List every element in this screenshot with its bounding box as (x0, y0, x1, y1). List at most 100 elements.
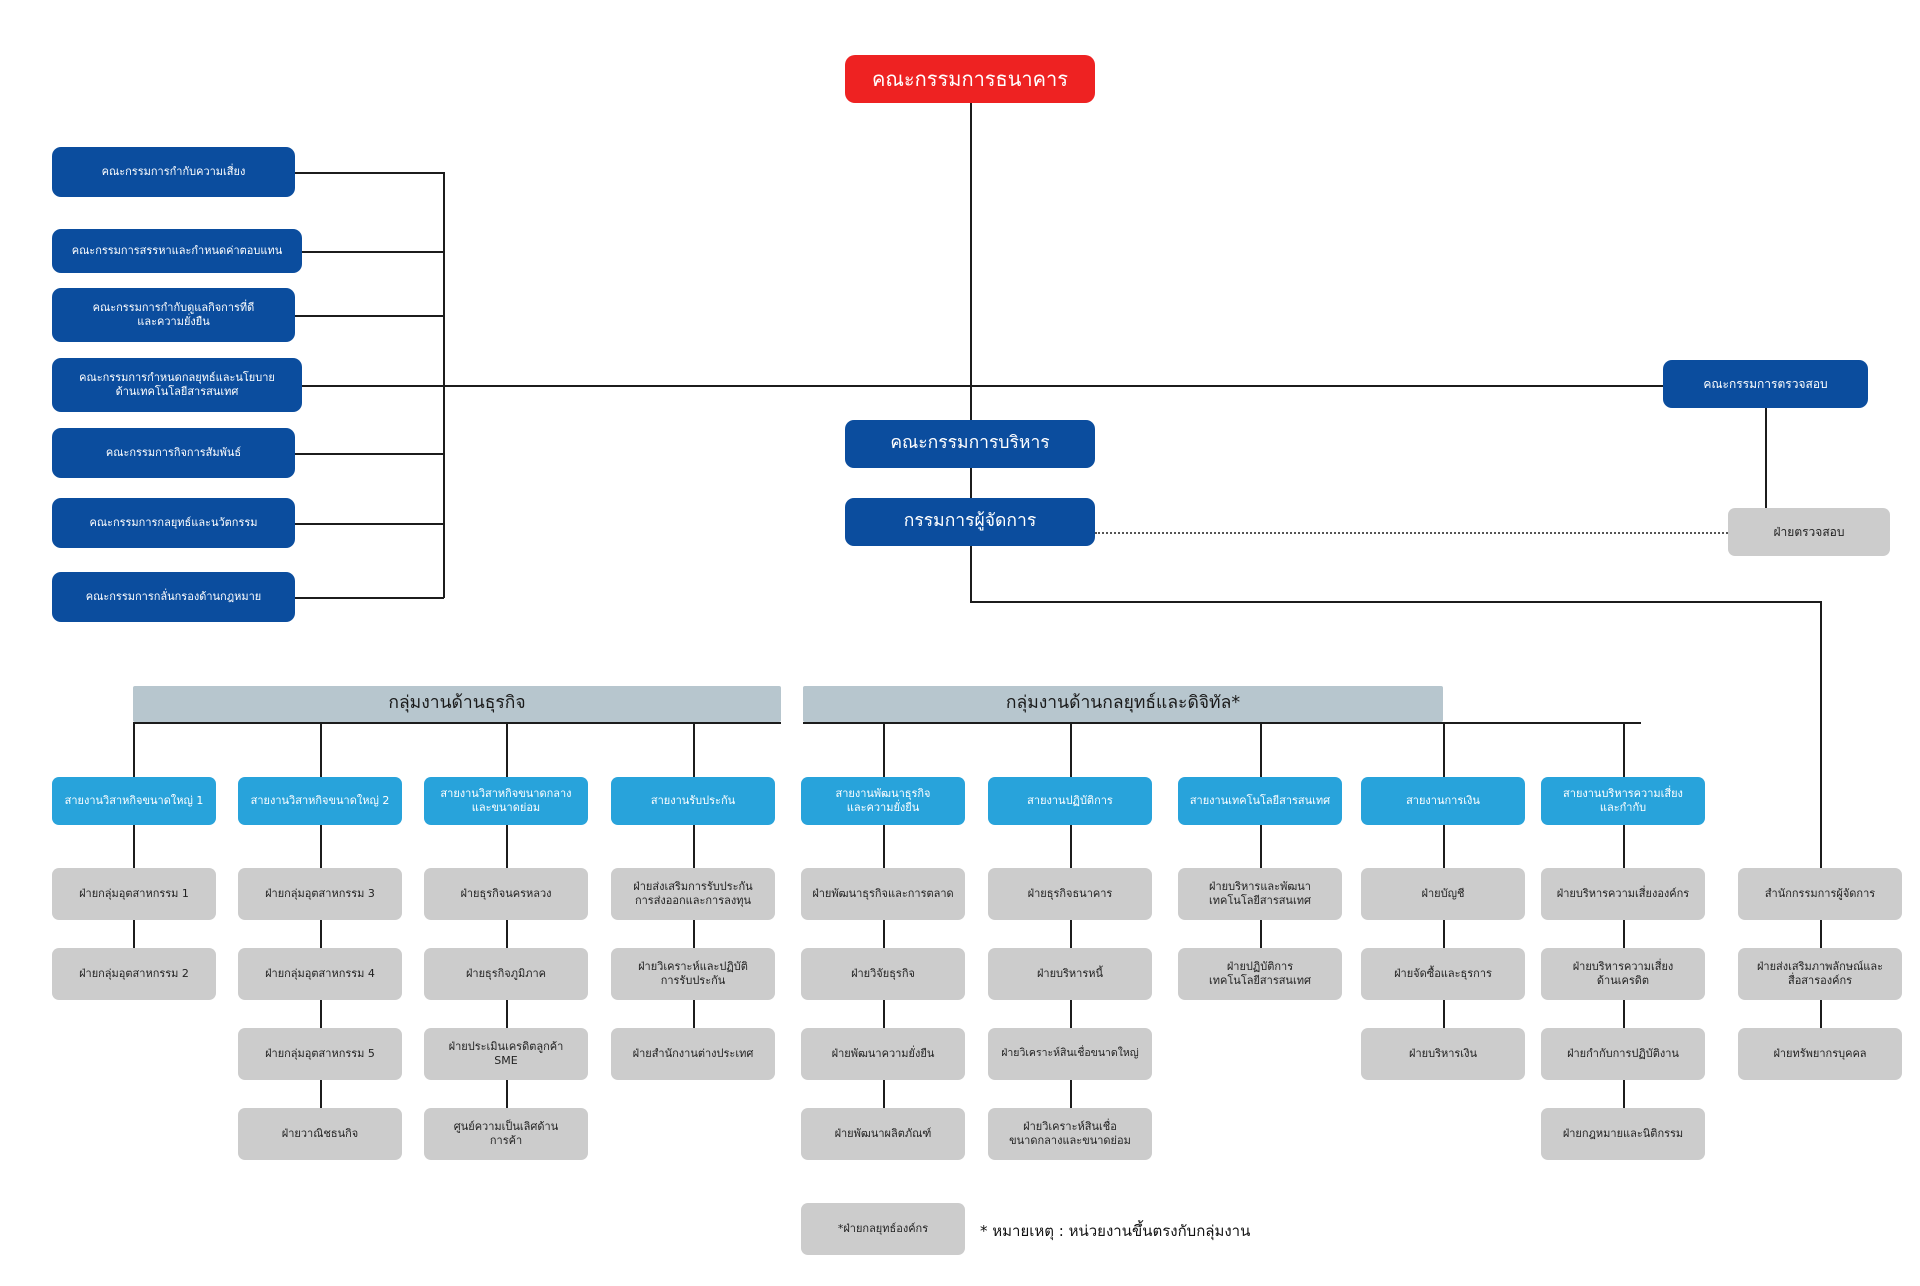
connector-col8-d2 (1443, 920, 1445, 948)
dept-human-resources[interactable]: ฝ่ายทรัพยากรบุคคล (1738, 1028, 1902, 1080)
dept-sme-credit-analysis[interactable]: ฝ่ายวิเคราะห์สินเชื่อ ขนาดกลางและขนาดย่อ… (988, 1108, 1152, 1160)
connector-col4-d1 (693, 825, 695, 868)
division-large-enterprise-2[interactable]: สายงานวิสาหกิจขนาดใหญ่ 2 (238, 777, 402, 825)
connector-md-to-audit-dotted (1095, 532, 1728, 534)
division-information-technology[interactable]: สายงานเทคโนโลยีสารสนเทศ (1178, 777, 1342, 825)
dept-industry-group-1[interactable]: ฝ่ายกลุ่มอุตสาหกรรม 1 (52, 868, 216, 920)
node-audit-department[interactable]: ฝ่ายตรวจสอบ (1728, 508, 1890, 556)
connector-md-main-bus (970, 601, 1822, 603)
connector-left-committee-7 (295, 597, 444, 599)
dept-metropolitan-business[interactable]: ฝ่ายธุรกิจนครหลวง (424, 868, 588, 920)
dept-it-operations[interactable]: ฝ่ายปฏิบัติการ เทคโนโลยีสารสนเทศ (1178, 948, 1342, 1000)
connector-col5-d2 (883, 920, 885, 948)
dept-export-investment-insurance-promotion[interactable]: ฝ่ายส่งเสริมการรับประกัน การส่งออกและการ… (611, 868, 775, 920)
division-large-enterprise-1[interactable]: สายงานวิสาหกิจขนาดใหญ่ 1 (52, 777, 216, 825)
connector-division-stub-1 (133, 722, 135, 777)
connector-col3-d3 (506, 1000, 508, 1028)
dept-industry-group-4[interactable]: ฝ่ายกลุ่มอุตสาหกรรม 4 (238, 948, 402, 1000)
dept-industry-group-3[interactable]: ฝ่ายกลุ่มอุตสาหกรรม 3 (238, 868, 402, 920)
dept-it-management-development[interactable]: ฝ่ายบริหารและพัฒนา เทคโนโลยีสารสนเทศ (1178, 868, 1342, 920)
connector-division-stub-6 (1070, 722, 1072, 777)
connector-col9-d2 (1623, 920, 1625, 948)
node-committee-labour-relations[interactable]: คณะกรรมการกิจการสัมพันธ์ (52, 428, 295, 478)
connector-left-committee-5 (295, 453, 444, 455)
footnote-text: * หมายเหตุ : หน่วยงานขึ้นตรงกับกลุ่มงาน (980, 1222, 1251, 1240)
dept-treasury[interactable]: ฝ่ายบริหารเงิน (1361, 1028, 1525, 1080)
connector-division-stub-9 (1623, 722, 1625, 777)
connector-left-committee-1 (295, 172, 444, 174)
connector-col9-d1 (1623, 825, 1625, 868)
dept-trade-excellence-center[interactable]: ศูนย์ความเป็นเลิศด้าน การค้า (424, 1108, 588, 1160)
node-audit-committee[interactable]: คณะกรรมการตรวจสอบ (1663, 360, 1868, 408)
division-business-development-sustainability[interactable]: สายงานพัฒนาธุรกิจ และความยั่งยืน (801, 777, 965, 825)
connector-col10-d3 (1820, 1000, 1822, 1028)
dept-business-research[interactable]: ฝ่ายวิจัยธุรกิจ (801, 948, 965, 1000)
division-sme[interactable]: สายงานวิสาหกิจขนาดกลาง และขนาดย่อม (424, 777, 588, 825)
dept-procurement-administration[interactable]: ฝ่ายจัดซื้อและธุรการ (1361, 948, 1525, 1000)
dept-banking-business[interactable]: ฝ่ายธุรกิจธนาคาร (988, 868, 1152, 920)
dept-product-development[interactable]: ฝ่ายพัฒนาผลิตภัณฑ์ (801, 1108, 965, 1160)
connector-col8-d1 (1443, 825, 1445, 868)
connector-left-committee-3 (295, 315, 444, 317)
dept-brand-corporate-communications[interactable]: ฝ่ายส่งเสริมภาพลักษณ์และ สื่อสารองค์กร (1738, 948, 1902, 1000)
dept-regional-business[interactable]: ฝ่ายธุรกิจภูมิภาค (424, 948, 588, 1000)
division-insurance[interactable]: สายงานรับประกัน (611, 777, 775, 825)
dept-investment-banking[interactable]: ฝ่ายวาณิชธนกิจ (238, 1108, 402, 1160)
connector-md-bus-to-direct-units (1820, 601, 1822, 871)
dept-debt-management[interactable]: ฝ่ายบริหารหนี้ (988, 948, 1152, 1000)
connector-division-stub-5 (883, 722, 885, 777)
division-risk-compliance[interactable]: สายงานบริหารความเสี่ยง และกำกับ (1541, 777, 1705, 825)
connector-md-down (970, 546, 972, 602)
dept-legal-juristic-acts[interactable]: ฝ่ายกฎหมายและนิติกรรม (1541, 1108, 1705, 1160)
dept-insurance-analysis-operations[interactable]: ฝ่ายวิเคราะห์และปฏิบัติ การรับประกัน (611, 948, 775, 1000)
dept-business-development-marketing[interactable]: ฝ่ายพัฒนาธุรกิจและการตลาด (801, 868, 965, 920)
connector-col7-d2 (1260, 920, 1262, 948)
connector-business-division-bus (133, 722, 781, 724)
connector-strategy-division-bus (803, 722, 1641, 724)
connector-exec-to-md (970, 468, 972, 498)
node-committee-legal-screening[interactable]: คณะกรรมการกลั่นกรองด้านกฎหมาย (52, 572, 295, 622)
connector-left-committee-2 (302, 251, 444, 253)
dept-corporate-strategy[interactable]: *ฝ่ายกลยุทธ์องค์กร (801, 1203, 965, 1255)
division-finance[interactable]: สายงานการเงิน (1361, 777, 1525, 825)
node-managing-director[interactable]: กรรมการผู้จัดการ (845, 498, 1095, 546)
connector-division-stub-7 (1260, 722, 1262, 777)
dept-industry-group-5[interactable]: ฝ่ายกลุ่มอุตสาหกรรม 5 (238, 1028, 402, 1080)
node-committee-nomination-remuneration[interactable]: คณะกรรมการสรรหาและกำหนดค่าตอบแทน (52, 229, 302, 273)
node-committee-strategy-innovation[interactable]: คณะกรรมการกลยุทธ์และนวัตกรรม (52, 498, 295, 548)
connector-col6-d4 (1070, 1080, 1072, 1108)
dept-sme-credit-assessment[interactable]: ฝ่ายประเมินเครดิตลูกค้า SME (424, 1028, 588, 1080)
dept-compliance[interactable]: ฝ่ายกำกับการปฏิบัติงาน (1541, 1028, 1705, 1080)
node-committee-governance-sustainability[interactable]: คณะกรรมการกำกับดูแลกิจการที่ดี และความยั… (52, 288, 295, 342)
connector-col4-d3 (693, 1000, 695, 1028)
connector-col6-d2 (1070, 920, 1072, 948)
connector-col3-d4 (506, 1080, 508, 1108)
connector-col4-d2 (693, 920, 695, 948)
connector-division-stub-3 (506, 722, 508, 777)
node-committee-it-strategy-policy[interactable]: คณะกรรมการกำหนดกลยุทธ์และนโยบาย ด้านเทคโ… (52, 358, 302, 412)
division-operations[interactable]: สายงานปฏิบัติการ (988, 777, 1152, 825)
dept-large-credit-analysis[interactable]: ฝ่ายวิเคราะห์สินเชื่อขนาดใหญ่ (988, 1028, 1152, 1080)
group-bar-strategy-digital: กลุ่มงานด้านกลยุทธ์และดิจิทัล* (803, 686, 1443, 722)
dept-overseas-office[interactable]: ฝ่ายสำนักงานต่างประเทศ (611, 1028, 775, 1080)
connector-col5-d4 (883, 1080, 885, 1108)
node-board-of-directors[interactable]: คณะกรรมการธนาคาร (845, 55, 1095, 103)
connector-col8-d3 (1443, 1000, 1445, 1028)
dept-enterprise-risk-management[interactable]: ฝ่ายบริหารความเสี่ยงองค์กร (1541, 868, 1705, 920)
node-executive-committee[interactable]: คณะกรรมการบริหาร (845, 420, 1095, 468)
dept-credit-risk-management[interactable]: ฝ่ายบริหารความเสี่ยง ด้านเครดิต (1541, 948, 1705, 1000)
dept-accounting[interactable]: ฝ่ายบัญชี (1361, 868, 1525, 920)
connector-audit-committee-to-dept (1765, 408, 1767, 508)
node-committee-risk-oversight[interactable]: คณะกรรมการกำกับความเสี่ยง (52, 147, 295, 197)
connector-col6-d1 (1070, 825, 1072, 868)
dept-office-of-managing-director[interactable]: สำนักกรรมการผู้จัดการ (1738, 868, 1902, 920)
connector-left-committee-4 (302, 385, 444, 387)
connector-spine-to-audit-committee (970, 385, 1663, 387)
dept-sustainability-development[interactable]: ฝ่ายพัฒนาความยั่งยืน (801, 1028, 965, 1080)
connector-col10-d2 (1820, 920, 1822, 948)
connector-col2-d2 (320, 920, 322, 948)
connector-col3-d1 (506, 825, 508, 868)
connector-col9-d3 (1623, 1000, 1625, 1028)
dept-industry-group-2[interactable]: ฝ่ายกลุ่มอุตสาหกรรม 2 (52, 948, 216, 1000)
connector-col2-d4 (320, 1080, 322, 1108)
